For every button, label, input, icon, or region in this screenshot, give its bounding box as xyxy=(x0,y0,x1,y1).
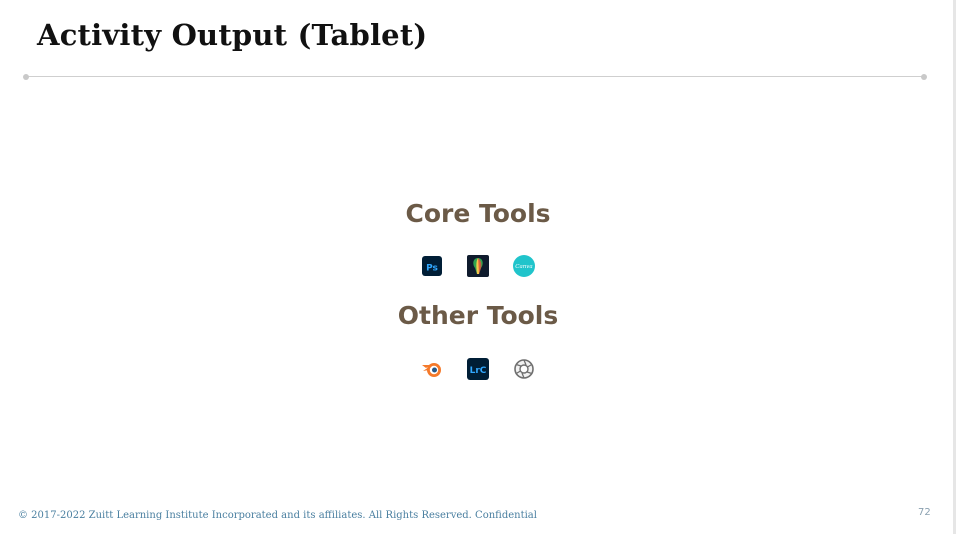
blender-icon xyxy=(422,363,441,377)
lightroom-classic-icon: LrC xyxy=(467,358,489,380)
coreldraw-icon xyxy=(467,255,489,277)
title-divider xyxy=(26,76,924,77)
photoshop-icon: Ps xyxy=(422,256,442,276)
core-tools-icons: Ps Canva xyxy=(0,254,956,278)
copyright-footer: © 2017-2022 Zuitt Learning Institute Inc… xyxy=(18,510,537,521)
lightroom-label: LrC xyxy=(470,366,487,376)
canva-label: Canva xyxy=(515,264,532,270)
photoshop-label: Ps xyxy=(426,264,438,274)
other-tools-heading: Other Tools xyxy=(397,301,559,330)
other-tools-icons: LrC xyxy=(0,357,956,381)
divider-left-dot xyxy=(23,74,29,80)
page-title: Activity Output (Tablet) xyxy=(37,18,428,52)
canva-icon: Canva xyxy=(513,255,535,277)
page-number: 72 xyxy=(918,507,931,518)
slide-edge xyxy=(953,0,956,534)
divider-right-dot xyxy=(921,74,927,80)
core-tools-heading: Core Tools xyxy=(405,199,551,228)
aperture-icon xyxy=(514,359,534,379)
